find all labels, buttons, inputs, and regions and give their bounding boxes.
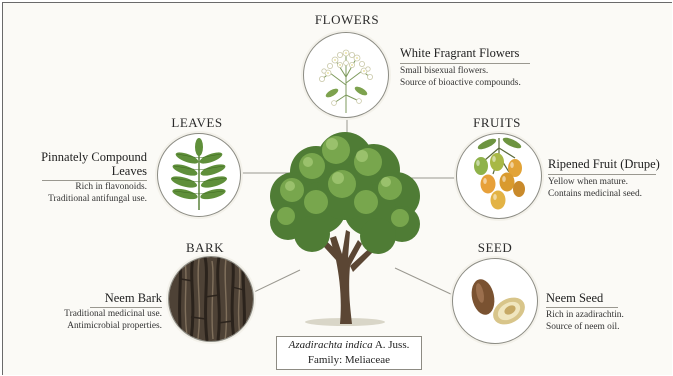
species-authority: A. Juss. <box>373 339 410 351</box>
seed-desc: Rich in azadirachtin. Source of neem oil… <box>546 310 671 333</box>
fruits-desc-line-1: Yellow when mature. <box>548 177 671 189</box>
species-name: Azadirachta indica <box>289 339 373 351</box>
fruits-title: FRUITS <box>455 115 539 131</box>
species-caption: Azadirachta indica A. Juss. Family: Meli… <box>276 336 422 370</box>
flowers-title: FLOWERS <box>300 12 394 28</box>
seed-heading: Neem Seed <box>546 291 666 305</box>
drupe-fruit-icon <box>456 133 542 219</box>
flowers-rule <box>400 63 530 64</box>
flowers-desc-line-2: Source of bioactive compounds. <box>400 78 590 90</box>
flowers-desc-line-1: Small bisexual flowers. <box>400 66 590 78</box>
leaves-heading: Pinnately Compound Leaves <box>10 150 147 178</box>
fruits-desc-line-2: Contains medicinal seed. <box>548 189 671 201</box>
bark-heading: Neem Bark <box>40 291 162 305</box>
seed-desc-line-2: Source of neem oil. <box>546 322 671 334</box>
seed-title: SEED <box>465 240 525 256</box>
leaves-heading-line-2: Leaves <box>10 164 147 178</box>
fruits-desc: Yellow when mature. Contains medicinal s… <box>548 177 671 200</box>
bark-texture-icon <box>168 256 254 342</box>
species-family: Family: Meliaceae <box>277 353 421 368</box>
leaves-desc-line-2: Traditional antifungal use. <box>10 194 147 206</box>
leaves-rule <box>42 180 147 181</box>
bark-title: BARK <box>170 240 240 256</box>
leaves-desc-line-1: Rich in flavonoids. <box>10 182 147 194</box>
bark-rule <box>90 307 162 308</box>
compound-leaf-icon <box>157 133 241 217</box>
leaves-desc: Rich in flavonoids. Traditional antifung… <box>10 182 147 205</box>
seed-icon <box>452 258 538 344</box>
species-name-line: Azadirachta indica A. Juss. <box>277 338 421 353</box>
flower-cluster-icon <box>303 32 389 118</box>
seed-desc-line-1: Rich in azadirachtin. <box>546 310 671 322</box>
neem-tree-illustration <box>250 120 440 330</box>
leaves-heading-line-1: Pinnately Compound <box>10 150 147 164</box>
bark-desc-line-1: Traditional medicinal use. <box>20 309 162 321</box>
bark-desc-line-2: Antimicrobial properties. <box>20 321 162 333</box>
flowers-heading: White Fragrant Flowers <box>400 46 580 60</box>
flowers-desc: Small bisexual flowers. Source of bioact… <box>400 66 590 89</box>
fruits-rule <box>548 174 656 175</box>
fruits-heading: Ripened Fruit (Drupe) <box>548 157 673 171</box>
leaves-title: LEAVES <box>152 115 242 131</box>
seed-rule <box>546 307 618 308</box>
bark-desc: Traditional medicinal use. Antimicrobial… <box>20 309 162 332</box>
